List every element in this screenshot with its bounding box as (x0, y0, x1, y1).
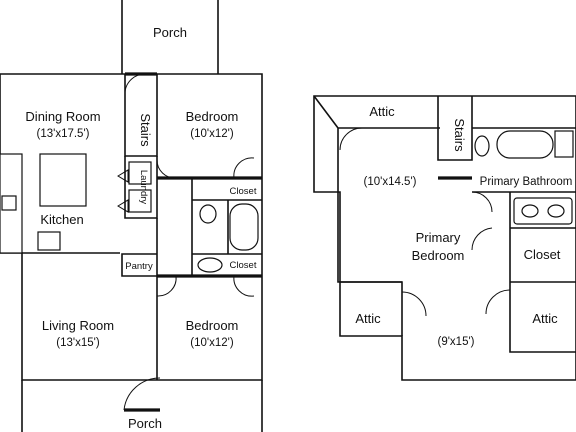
door-bedroom-lower-swing (156, 275, 255, 297)
porch-bottom-label: Porch (128, 416, 162, 431)
porch-top-outline (121, 0, 219, 74)
attic-top-label: Attic (369, 104, 395, 119)
closet-upper-label: Closet (230, 186, 257, 197)
bathtub-icon (229, 203, 259, 251)
pantry-label: Pantry (125, 261, 153, 272)
living-room-label: Living Room (42, 318, 114, 333)
stairs-walls (124, 74, 158, 157)
stairs-label-second: Stairs (452, 118, 467, 152)
second-floor-outer-wall (313, 95, 576, 381)
porch-bottom-outline (21, 380, 263, 432)
door-bedroom-upper-swing (156, 157, 255, 179)
living-room-size: (13'x15') (56, 337, 100, 349)
primary-bathroom-walls (472, 127, 576, 282)
dining-room-label: Dining Room (25, 109, 100, 124)
attic-left-walls (340, 281, 403, 336)
kitchen-island (39, 153, 87, 207)
closet-lower-label: Closet (230, 260, 257, 271)
door-front-bottom-swing (123, 377, 161, 411)
bedroom-lower-size: (10'x12') (190, 337, 234, 349)
bedroom-upper-size: (10'x12') (190, 128, 234, 140)
kitchen-label: Kitchen (40, 212, 83, 227)
door-stairs-swing (124, 73, 146, 93)
sink-basin-left-icon (521, 204, 539, 218)
primary-bedroom-size-upper: (10'x14.5') (364, 176, 417, 188)
bedroom-lower-label: Bedroom (186, 318, 239, 333)
primary-bathroom-label: Primary Bathroom (480, 176, 573, 188)
second-closet-label: Closet (524, 247, 561, 262)
toilet-icon (199, 204, 217, 224)
second-floor (313, 95, 576, 381)
laundry-machine-icon-2 (128, 189, 152, 213)
laundry-machine-icon (128, 161, 152, 185)
laundry-walls (124, 156, 158, 219)
second-toilet-icon (474, 135, 490, 157)
stairs-label-first: Stairs (138, 113, 153, 147)
second-bathtub-icon (496, 130, 554, 159)
primary-bedroom-label-1: Primary (416, 230, 461, 245)
dining-room-size: (13'x17.5') (37, 128, 90, 140)
sink-basin-right-icon (547, 204, 565, 218)
first-floor (0, 0, 263, 432)
laundry-arrow-icon (117, 169, 129, 213)
first-floor-outer-wall (0, 73, 263, 381)
second-door-swings (339, 127, 511, 317)
bedroom-upper-label: Bedroom (186, 109, 239, 124)
attic-left-label: Attic (355, 311, 381, 326)
shower-icon (554, 130, 574, 158)
hall-walls (121, 218, 158, 380)
porch-top-label: Porch (153, 25, 187, 40)
attic-right-walls (509, 282, 576, 353)
primary-bedroom-size-lower: (9'x15') (438, 336, 475, 348)
primary-bedroom-label-2: Bedroom (412, 248, 465, 263)
sink-icon (197, 257, 223, 273)
stove-icon (37, 231, 61, 251)
laundry-label: Laundry (138, 170, 149, 205)
attic-right-label: Attic (532, 311, 558, 326)
fridge-icon (1, 195, 17, 211)
